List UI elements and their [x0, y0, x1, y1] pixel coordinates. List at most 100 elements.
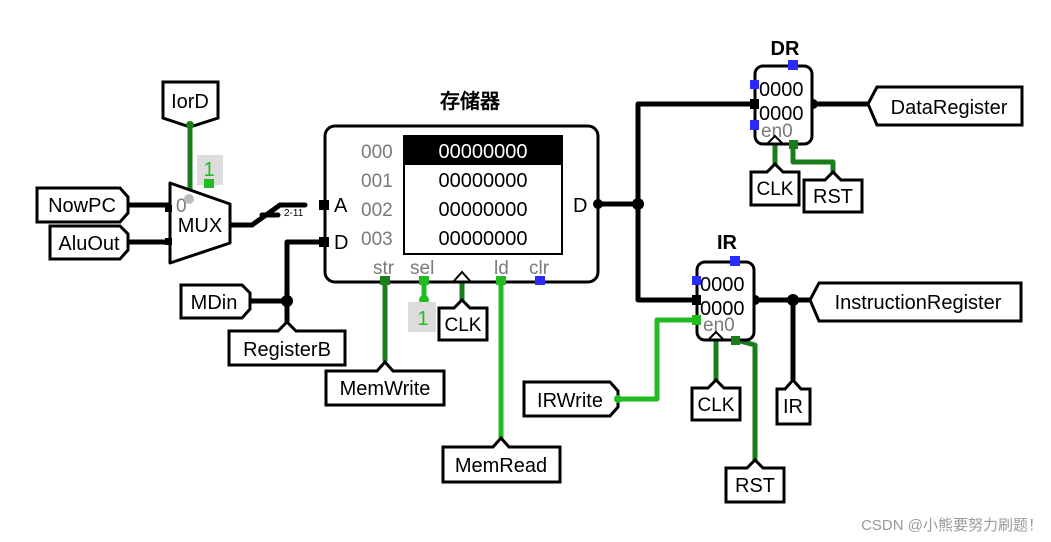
pin-dataregister[interactable]: DataRegister	[866, 85, 1024, 127]
pin-rst-dr[interactable]: RST	[802, 169, 864, 214]
pin-memwrite[interactable]: MemWrite	[324, 359, 446, 407]
splitter-label: 2-11	[284, 208, 304, 219]
mux-select-dot	[184, 194, 194, 204]
wire-irwrite[interactable]	[615, 317, 700, 402]
pin-rst-dr-label: RST	[813, 186, 853, 208]
register-port	[692, 295, 701, 305]
constant-one-sel[interactable]: 1	[408, 302, 436, 332]
register-dr-value-low: 0000	[759, 103, 804, 125]
register-port	[750, 99, 759, 109]
memory-port	[380, 276, 390, 285]
memory-port	[535, 276, 545, 285]
memory-port	[419, 276, 429, 285]
register-dr[interactable]: DR 0000 0000 en0	[750, 38, 814, 149]
wire-to-dr[interactable]	[635, 101, 758, 207]
pin-aluout-label: AluOut	[58, 233, 120, 255]
constant-one-sel-label: 1	[417, 308, 428, 330]
memory-address: 001	[361, 171, 393, 192]
register-port	[788, 60, 798, 70]
pin-nowpc-label: NowPC	[48, 195, 116, 217]
pin-clk-dr[interactable]: CLK	[749, 161, 801, 207]
mux-port	[165, 205, 172, 212]
memory-pin-sel: sel	[410, 258, 434, 279]
memory-address: 003	[361, 229, 393, 250]
junction-dot	[281, 295, 293, 307]
pin-ir-out-label: IR	[783, 396, 803, 418]
junction-dot	[787, 294, 799, 306]
register-port	[789, 140, 798, 149]
pin-registerb-label: RegisterB	[243, 339, 331, 361]
pin-irwrite-label: IRWrite	[537, 390, 603, 412]
pin-iord[interactable]: IorD	[161, 80, 220, 129]
register-port	[730, 256, 740, 266]
memory[interactable]: 存储器 000 001 002 003 00000000 00000000 00…	[319, 89, 603, 285]
pin-rst-ir[interactable]: RST	[724, 457, 786, 504]
constant-one-mux[interactable]: 1	[197, 155, 223, 188]
constant-one-mux-label: 1	[203, 159, 214, 181]
register-dr-value-high: 0000	[759, 79, 804, 101]
pin-clk-ir[interactable]: CLK	[690, 377, 742, 422]
pin-registerb[interactable]: RegisterB	[227, 319, 347, 367]
pin-iord-label: IorD	[171, 91, 209, 113]
wire-rst-ir[interactable]	[733, 337, 758, 463]
register-port	[731, 336, 740, 345]
register-dr-clock-triangle	[766, 134, 784, 145]
register-port	[750, 80, 759, 89]
pin-memread[interactable]: MemRead	[441, 435, 562, 484]
memory-port	[593, 199, 603, 209]
register-port	[692, 276, 701, 285]
register-dr-title: DR	[771, 38, 800, 60]
memory-selected-row	[405, 137, 561, 165]
memory-port	[496, 276, 506, 285]
pin-clk-dr-label: CLK	[757, 179, 794, 200]
register-port	[692, 315, 701, 325]
pin-irwrite[interactable]: IRWrite	[522, 380, 622, 418]
memory-port-a: A	[334, 195, 348, 217]
memory-port	[319, 237, 329, 247]
memory-address: 000	[361, 142, 393, 163]
pin-clk-memory[interactable]: CLK	[437, 297, 489, 342]
memory-port-d-out: D	[573, 195, 587, 217]
pin-instructionregister[interactable]: InstructionRegister	[808, 281, 1023, 323]
memory-value: 00000000	[439, 199, 528, 221]
memory-pin-clr: clr	[529, 258, 550, 279]
memory-port-d-in: D	[334, 232, 348, 254]
register-ir-value-high: 0000	[700, 274, 745, 296]
mux[interactable]: MUX 0	[165, 181, 232, 265]
pin-clk-ir-label: CLK	[698, 395, 735, 416]
register-dr-enable-label: en0	[761, 121, 793, 142]
pin-clk-memory-label: CLK	[445, 315, 482, 336]
memory-value: 00000000	[439, 228, 528, 250]
memory-address: 002	[361, 200, 393, 221]
pin-mdin-label: MDin	[191, 292, 238, 314]
pin-mdin[interactable]: MDin	[179, 283, 252, 320]
pin-aluout[interactable]: AluOut	[48, 224, 130, 261]
pin-memread-label: MemRead	[455, 455, 547, 477]
wire-to-ir[interactable]	[635, 201, 700, 303]
memory-value: 00000000	[439, 170, 528, 192]
pin-dataregister-label: DataRegister	[891, 97, 1008, 119]
memory-clock-triangle	[452, 270, 472, 283]
pin-memwrite-label: MemWrite	[340, 378, 431, 400]
junction-dot	[632, 198, 644, 210]
register-port	[750, 120, 759, 130]
wire-rst-dr[interactable]	[790, 140, 836, 175]
register-ir-value-low: 0000	[700, 298, 745, 320]
mux-port	[165, 238, 172, 245]
memory-port	[319, 200, 329, 210]
pin-instructionregister-label: InstructionRegister	[835, 292, 1002, 314]
pin-nowpc[interactable]: NowPC	[35, 186, 130, 224]
register-ir-title: IR	[717, 232, 738, 254]
memory-value: 00000000	[439, 141, 528, 163]
mux-input0-label: 0	[176, 196, 187, 217]
pin-ir-out[interactable]: IR	[775, 377, 812, 426]
register-ir-enable-label: en0	[703, 315, 735, 336]
mux-label: MUX	[178, 215, 222, 237]
memory-pin-str: str	[373, 258, 395, 279]
pin-rst-ir-label: RST	[735, 475, 775, 497]
register-ir[interactable]: IR 0000 0000 en0	[692, 232, 756, 345]
watermark: CSDN @小熊要努力刷题！	[861, 517, 1043, 534]
wire-to-mem-d[interactable]	[284, 239, 328, 325]
register-ir-clock-triangle	[707, 330, 725, 341]
